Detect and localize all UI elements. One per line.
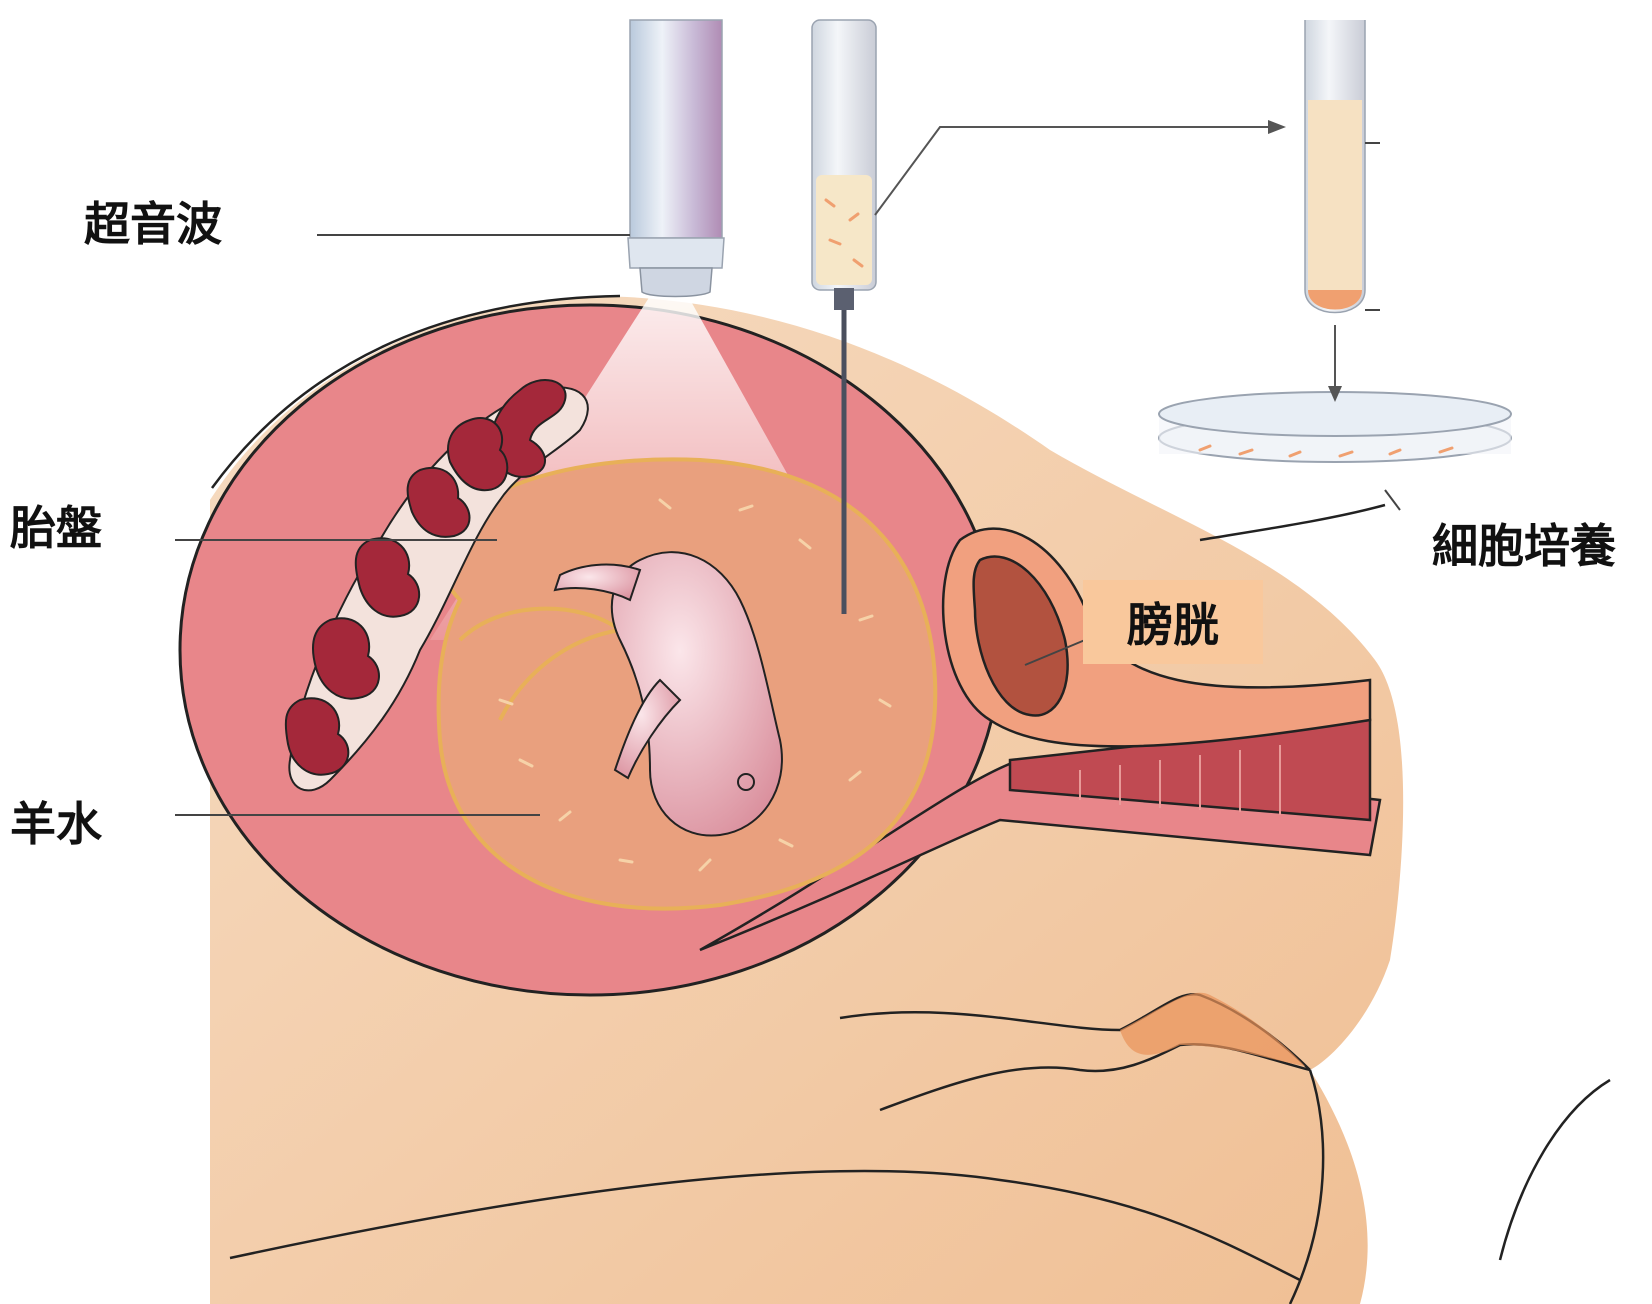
label-bladder: 膀胱: [1083, 580, 1263, 664]
petri-dish: [1159, 392, 1511, 462]
test-tube: [1305, 20, 1365, 313]
label-placenta: 胎盤: [10, 492, 102, 558]
buttock-contour-line: [1500, 1080, 1610, 1260]
label-amniotic-fluid: 羊水: [10, 788, 102, 854]
ultrasound-probe: [628, 20, 724, 297]
label-cell-culture: 細胞培養: [1432, 510, 1616, 576]
label-ultrasound: 超音波: [84, 188, 222, 254]
back-contour-line: [1200, 505, 1385, 540]
flow-arrows: [875, 127, 1335, 388]
